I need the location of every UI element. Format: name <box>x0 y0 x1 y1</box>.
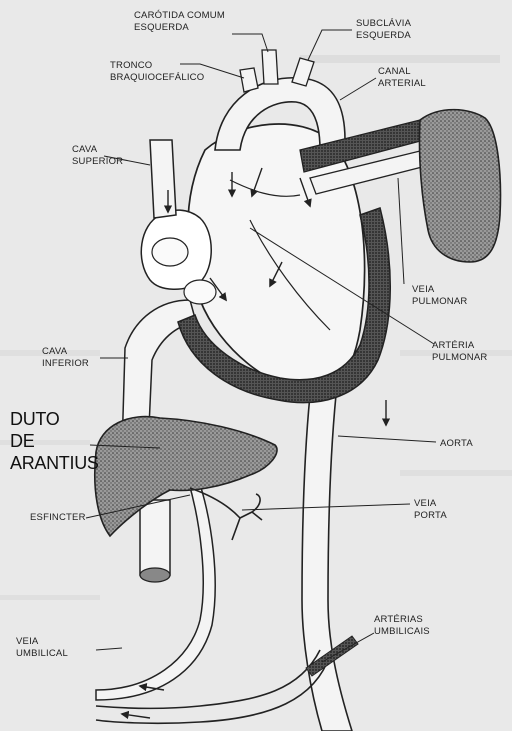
label-line: ESFINCTER <box>30 512 86 524</box>
label-line: PULMONAR <box>432 352 487 364</box>
label-line: UMBILICAL <box>16 648 68 660</box>
label-line: ESQUERDA <box>356 30 411 42</box>
label-veia-pulmonar: VEIA PULMONAR <box>412 284 467 308</box>
lower-cut-end <box>140 568 170 582</box>
valve-opening <box>184 280 216 304</box>
foramen-ovale <box>152 238 188 266</box>
label-tronco-braquiocefalico: TRONCO BRAQUIOCEFÁLICO <box>110 60 204 84</box>
label-subclavia-esquerda: SUBCLÁVIA ESQUERDA <box>356 18 411 42</box>
label-line: DE <box>10 430 99 452</box>
label-canal-arterial: CANAL ARTERIAL <box>378 66 426 90</box>
label-line: ARTÉRIA <box>432 340 487 352</box>
label-line: BRAQUIOCEFÁLICO <box>110 72 204 84</box>
label-esfincter: ESFINCTER <box>30 512 86 524</box>
label-line: UMBILICAIS <box>374 626 430 638</box>
label-line: VEIA <box>412 284 467 296</box>
label-line: PULMONAR <box>412 296 467 308</box>
label-line: SUBCLÁVIA <box>356 18 411 30</box>
label-veia-umbilical: VEIA UMBILICAL <box>16 636 68 660</box>
liver <box>95 417 277 536</box>
label-line: ARTERIAL <box>378 78 426 90</box>
label-veia-porta: VEIA PORTA <box>414 498 447 522</box>
label-line: CARÓTIDA COMUM <box>134 10 225 22</box>
label-line: ARANTIUS <box>10 452 99 474</box>
label-cava-inferior: CAVA INFERIOR <box>42 346 89 370</box>
label-line: AORTA <box>440 438 473 450</box>
superior-cava <box>150 140 176 218</box>
label-line: INFERIOR <box>42 358 89 370</box>
label-line: DUTO <box>10 408 99 430</box>
label-cava-superior: CAVA SUPERIOR <box>72 144 123 168</box>
lower-cut-vessel <box>140 500 170 575</box>
label-aorta: AORTA <box>440 438 473 450</box>
label-line: VEIA <box>414 498 447 510</box>
label-line: TRONCO <box>110 60 204 72</box>
label-arteria-pulmonar: ARTÉRIA PULMONAR <box>432 340 487 364</box>
label-line: CAVA <box>72 144 123 156</box>
label-line: ARTÉRIAS <box>374 614 430 626</box>
label-line: PORTA <box>414 510 447 522</box>
label-duto-de-arantius: DUTO DE ARANTIUS <box>10 408 99 474</box>
brachiocephalic-trunk <box>240 68 258 92</box>
left-carotid <box>262 50 278 84</box>
lung <box>419 110 500 262</box>
label-arterias-umbilicais: ARTÉRIAS UMBILICAIS <box>374 614 430 638</box>
label-line: SUPERIOR <box>72 156 123 168</box>
label-line: CAVA <box>42 346 89 358</box>
label-line: VEIA <box>16 636 68 648</box>
label-line: CANAL <box>378 66 426 78</box>
label-carotida-comum-esquerda: CARÓTIDA COMUM ESQUERDA <box>134 10 225 34</box>
label-line: ESQUERDA <box>134 22 225 34</box>
